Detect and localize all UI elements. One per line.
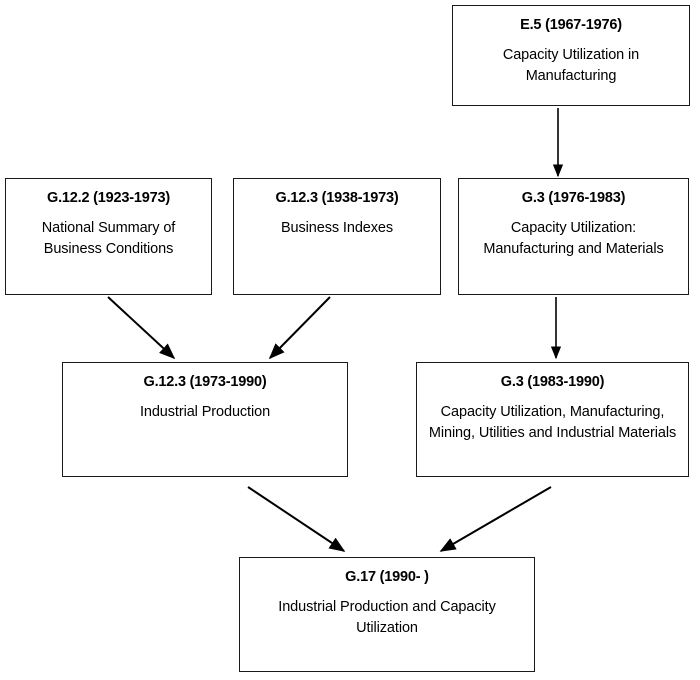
node-g3-1976[interactable]: G.3 (1976-1983) Capacity Utilization: Ma… — [458, 178, 689, 295]
node-g17-subtitle: Industrial Production and Capacity Utili… — [278, 598, 496, 636]
node-e5[interactable]: E.5 (1967-1976) Capacity Utilization in … — [452, 5, 690, 106]
node-g3-1983-title: G.3 (1983-1990) — [500, 374, 605, 390]
node-g123-business-indexes-subtitle: Business Indexes — [280, 219, 394, 236]
edge-g122-to-g123b — [107, 296, 176, 360]
node-g3-1976-subtitle: Capacity Utilization: Manufacturing and … — [483, 219, 664, 257]
node-g123-industrial-production-title: G.12.3 (1973-1990) — [143, 374, 267, 390]
node-g17[interactable]: G.17 (1990- ) Industrial Production and … — [239, 557, 535, 672]
node-g123-industrial-production-subtitle: Industrial Production — [139, 403, 271, 420]
node-e5-title: E.5 (1967-1976) — [520, 17, 622, 33]
node-g3-1976-title: G.3 (1976-1983) — [521, 190, 626, 206]
node-g3-1983-subtitle: Capacity Utilization, Manufacturing, Min… — [428, 403, 677, 441]
node-g123-business-indexes-title: G.12.3 (1938-1973) — [275, 190, 399, 206]
node-g123-industrial-production[interactable]: G.12.3 (1973-1990) Industrial Production — [62, 362, 348, 477]
edge-g3b-to-g17 — [439, 486, 552, 552]
node-g122-subtitle: National Summary of Business Conditions — [41, 219, 176, 257]
node-e5-subtitle: Capacity Utilization in Manufacturing — [502, 46, 640, 84]
edge-g123a-to-g123b — [268, 296, 331, 360]
node-g122[interactable]: G.12.2 (1923-1973) National Summary of B… — [5, 178, 212, 295]
node-g3-1983[interactable]: G.3 (1983-1990) Capacity Utilization, Ma… — [416, 362, 689, 477]
edge-g123b-to-g17 — [247, 486, 346, 552]
node-g17-title: G.17 (1990- ) — [345, 569, 429, 585]
node-g122-title: G.12.2 (1923-1973) — [47, 190, 170, 206]
node-g123-business-indexes[interactable]: G.12.3 (1938-1973) Business Indexes — [233, 178, 441, 295]
